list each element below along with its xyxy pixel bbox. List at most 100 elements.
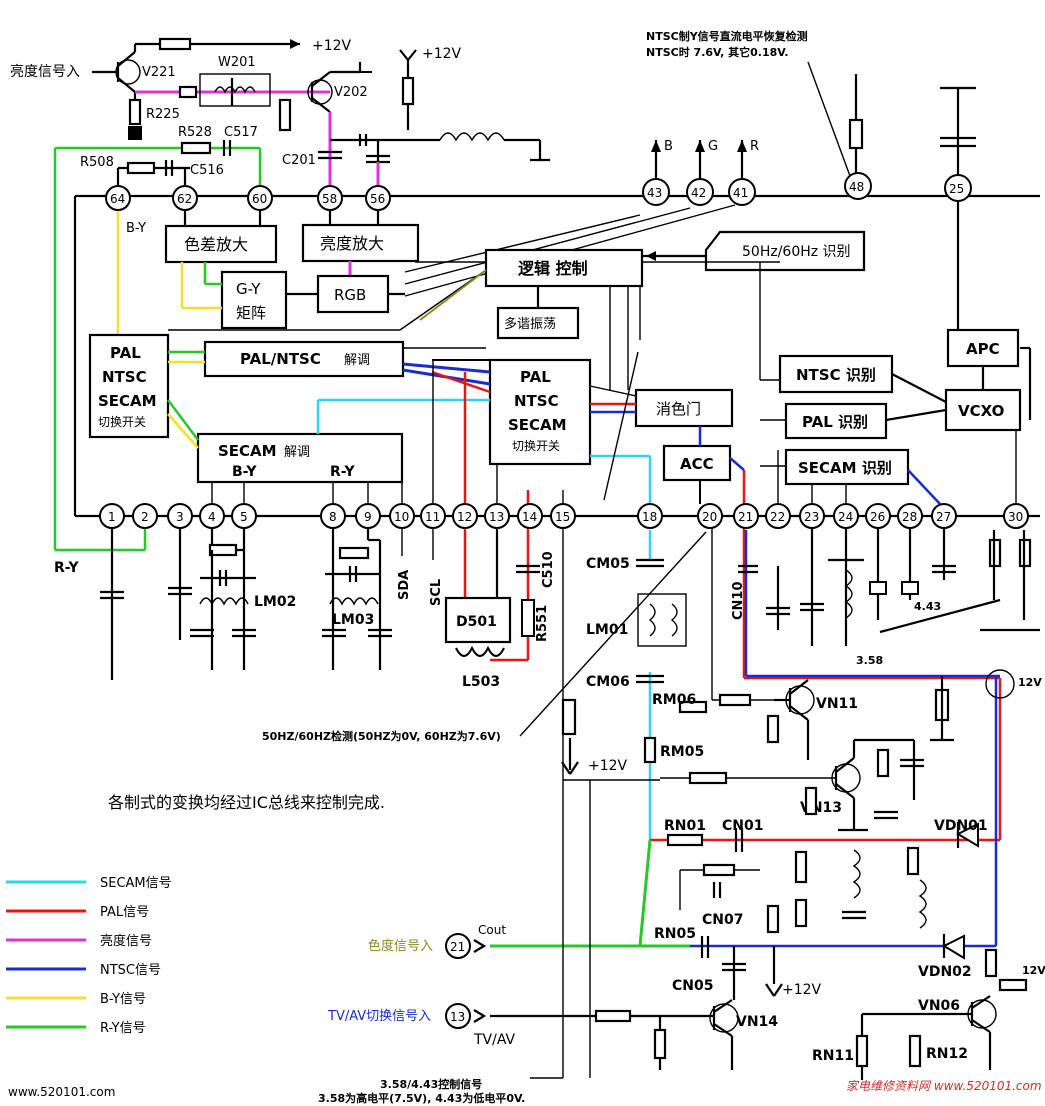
l503-label: L503 — [462, 674, 500, 690]
rn11-label: RN11 — [812, 1048, 854, 1064]
w201-label: W201 — [218, 55, 256, 70]
sw2-line1: PAL — [520, 368, 551, 386]
pin-20: 20 — [702, 510, 717, 524]
rgb-outputs: B G R — [404, 139, 759, 297]
v12-label-e: 12V — [1018, 676, 1042, 689]
ntsc-id-block: NTSC 识别 — [778, 354, 894, 394]
pin-18: 18 — [642, 510, 657, 524]
sw2-line2: NTSC — [514, 392, 559, 410]
pin-27: 27 — [936, 510, 951, 524]
vdn01-label: VDN01 — [934, 818, 988, 834]
color-diff-amp-block: 色差放大 — [164, 211, 278, 264]
legend-label: NTSC信号 — [100, 963, 161, 978]
chroma-in-label: 色度信号入 — [368, 938, 433, 954]
r225-label: R225 — [146, 107, 180, 122]
rgb-label: RGB — [334, 286, 366, 304]
vn06-stage: VN06 RN11 RN12 — [812, 995, 997, 1080]
cm05-label: CM05 — [586, 556, 630, 572]
top-pins: 64 62 60 58 56 43 42 41 48 25 — [105, 172, 972, 211]
pin-9: 9 — [364, 510, 372, 524]
tvav-in-label: TV/AV切换信号入 — [327, 1009, 431, 1024]
pin-58: 58 — [322, 192, 337, 206]
c516-label: C516 — [190, 163, 224, 178]
r508-label: R508 — [80, 155, 114, 170]
gy-matrix-block: G-Y 矩阵 — [220, 270, 288, 330]
pin-43: 43 — [647, 186, 662, 200]
vcxo-label: VCXO — [958, 402, 1004, 420]
pin-13-ext: 13 — [450, 1010, 465, 1024]
pin-21: 21 — [738, 510, 753, 524]
pin-15: 15 — [555, 510, 570, 524]
sw2-line3: SECAM — [508, 416, 567, 434]
c510-label: C510 — [541, 551, 556, 588]
pin-links — [211, 360, 1017, 504]
pin-10: 10 — [394, 510, 409, 524]
pin-1: 1 — [108, 510, 116, 524]
r528-label: R528 — [178, 125, 212, 140]
scl-label: SCL — [429, 579, 444, 606]
vdn02-label: VDN02 — [918, 964, 972, 980]
secam-id-label: SECAM 识别 — [798, 459, 892, 477]
ntsc-id-label: NTSC 识别 — [796, 366, 876, 384]
killer-block: 消色门 — [590, 388, 734, 428]
left-lower-network: LM02 R-Y — [54, 528, 296, 680]
control-wires — [168, 261, 786, 467]
cn07-network: CN07 — [679, 863, 808, 934]
acc-block: ACC — [662, 426, 732, 504]
pin48-branch: NTSC制Y信号直流电平恢复检测 NTSC时 7.6V, 其它0.18V. — [646, 29, 976, 330]
sw1-line2: NTSC — [102, 368, 147, 386]
v202-label: V202 — [334, 85, 368, 100]
pin-22: 22 — [770, 510, 785, 524]
multivib-block: 多谐振荡 — [496, 286, 580, 340]
legend-label: B-Y信号 — [100, 992, 146, 1007]
pin-24: 24 — [838, 510, 853, 524]
acc-label: ACC — [680, 455, 714, 473]
logic-leader — [603, 351, 639, 501]
c517-label: C517 — [224, 125, 258, 140]
d501-network: D501 L503 R551 C510 — [444, 528, 556, 690]
vn14-label: VN14 — [736, 1014, 778, 1030]
vcxo-block: VCXO — [885, 346, 1032, 432]
cn01-label: CN01 — [722, 818, 763, 834]
secam-id-block: SECAM 识别 — [784, 448, 910, 486]
ry-left-label: R-Y — [54, 560, 80, 576]
logic-label: 逻辑 控制 — [518, 259, 588, 278]
secam-demod-label: SECAM — [218, 442, 277, 460]
v221-label: V221 — [142, 65, 176, 80]
tvav-label: TV/AV — [473, 1032, 516, 1048]
rn01-label: RN01 — [664, 818, 706, 834]
multivib-label: 多谐振荡 — [504, 316, 556, 332]
cn07-label: CN07 — [702, 912, 743, 928]
bottom-pins: 1 2 3 4 5 8 9 10 11 12 13 14 15 18 20 21… — [99, 503, 1029, 529]
mid-lower-network: LM03 SDA SCL — [322, 528, 444, 670]
legend-label: R-Y信号 — [100, 1021, 146, 1036]
lm02-label: LM02 — [254, 594, 296, 610]
pal-ntsc-demod-block: PAL/NTSC 解调 — [168, 340, 405, 378]
vn14-stage: RN05 CN05 +12V VN14 — [490, 926, 822, 1070]
watermark-left: www.520101.com — [8, 1085, 115, 1099]
rm06-label: RM06 — [652, 692, 696, 708]
pin-4: 4 — [208, 510, 216, 524]
v12-label-f: 12V — [1022, 964, 1045, 977]
hz-detect-block: 50Hz/60Hz 识别 — [642, 230, 866, 272]
pin-60: 60 — [252, 192, 267, 206]
killer-label: 消色门 — [656, 400, 701, 418]
note-50-60-leader — [519, 531, 707, 737]
lm03-label: LM03 — [332, 612, 374, 628]
sw2-line4: 切换开关 — [512, 439, 560, 453]
mid-note: 各制式的变换均经过IC总线来控制完成. — [108, 793, 385, 812]
secam-by-label: B-Y — [232, 464, 257, 480]
d501-label: D501 — [456, 614, 497, 630]
vn11-stage: CN10 VN11 4.43 3.58 — [731, 528, 956, 760]
secam-ry-label: R-Y — [330, 464, 356, 480]
pin-41: 41 — [733, 186, 748, 200]
pin-64: 64 — [110, 192, 125, 206]
sw1-line4: 切换开关 — [98, 415, 146, 429]
legend-label: 亮度信号 — [100, 933, 152, 949]
pin-5: 5 — [240, 510, 248, 524]
legend-label: PAL信号 — [100, 905, 149, 920]
sw1-line1: PAL — [110, 344, 141, 362]
rn05-label: RN05 — [654, 926, 696, 942]
